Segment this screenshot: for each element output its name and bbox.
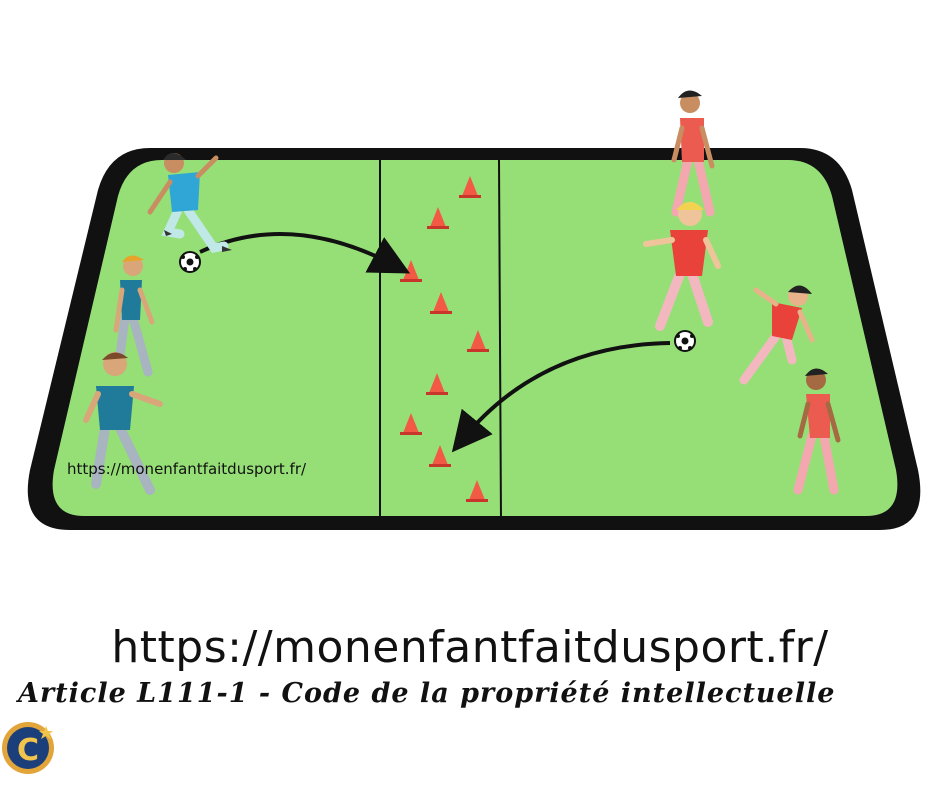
player-red-waiting bbox=[793, 368, 841, 495]
cone bbox=[430, 292, 452, 314]
player-blue-kicker bbox=[147, 153, 232, 253]
soccer-ball-icon bbox=[674, 330, 696, 352]
star-icon bbox=[39, 726, 53, 739]
cone bbox=[467, 330, 489, 352]
player-blue-waiting bbox=[113, 255, 155, 377]
cone bbox=[426, 373, 448, 395]
soccer-ball-icon bbox=[179, 251, 201, 273]
pass-arrow-right bbox=[451, 341, 671, 453]
player-red-runner bbox=[739, 285, 815, 385]
player-red-waiting bbox=[671, 90, 715, 217]
copyright-logo: C bbox=[2, 722, 54, 774]
cone bbox=[400, 260, 422, 282]
cone-row bbox=[400, 176, 489, 502]
copyright-logo-letter: C bbox=[17, 733, 39, 768]
cone bbox=[400, 413, 422, 435]
cone bbox=[466, 480, 488, 502]
cone bbox=[459, 176, 481, 198]
player-blue-waiting bbox=[83, 352, 163, 495]
cone bbox=[429, 445, 451, 467]
site-url[interactable]: https://monenfantfaitdusport.fr/ bbox=[111, 622, 829, 673]
cone bbox=[427, 207, 449, 229]
player-red-kicker bbox=[643, 202, 721, 331]
legal-notice: Article L111-1 - Code de la propriété in… bbox=[18, 678, 836, 709]
field-watermark-url: https://monenfantfaitdusport.fr/ bbox=[67, 460, 307, 478]
zone-line-right bbox=[498, 159, 502, 523]
